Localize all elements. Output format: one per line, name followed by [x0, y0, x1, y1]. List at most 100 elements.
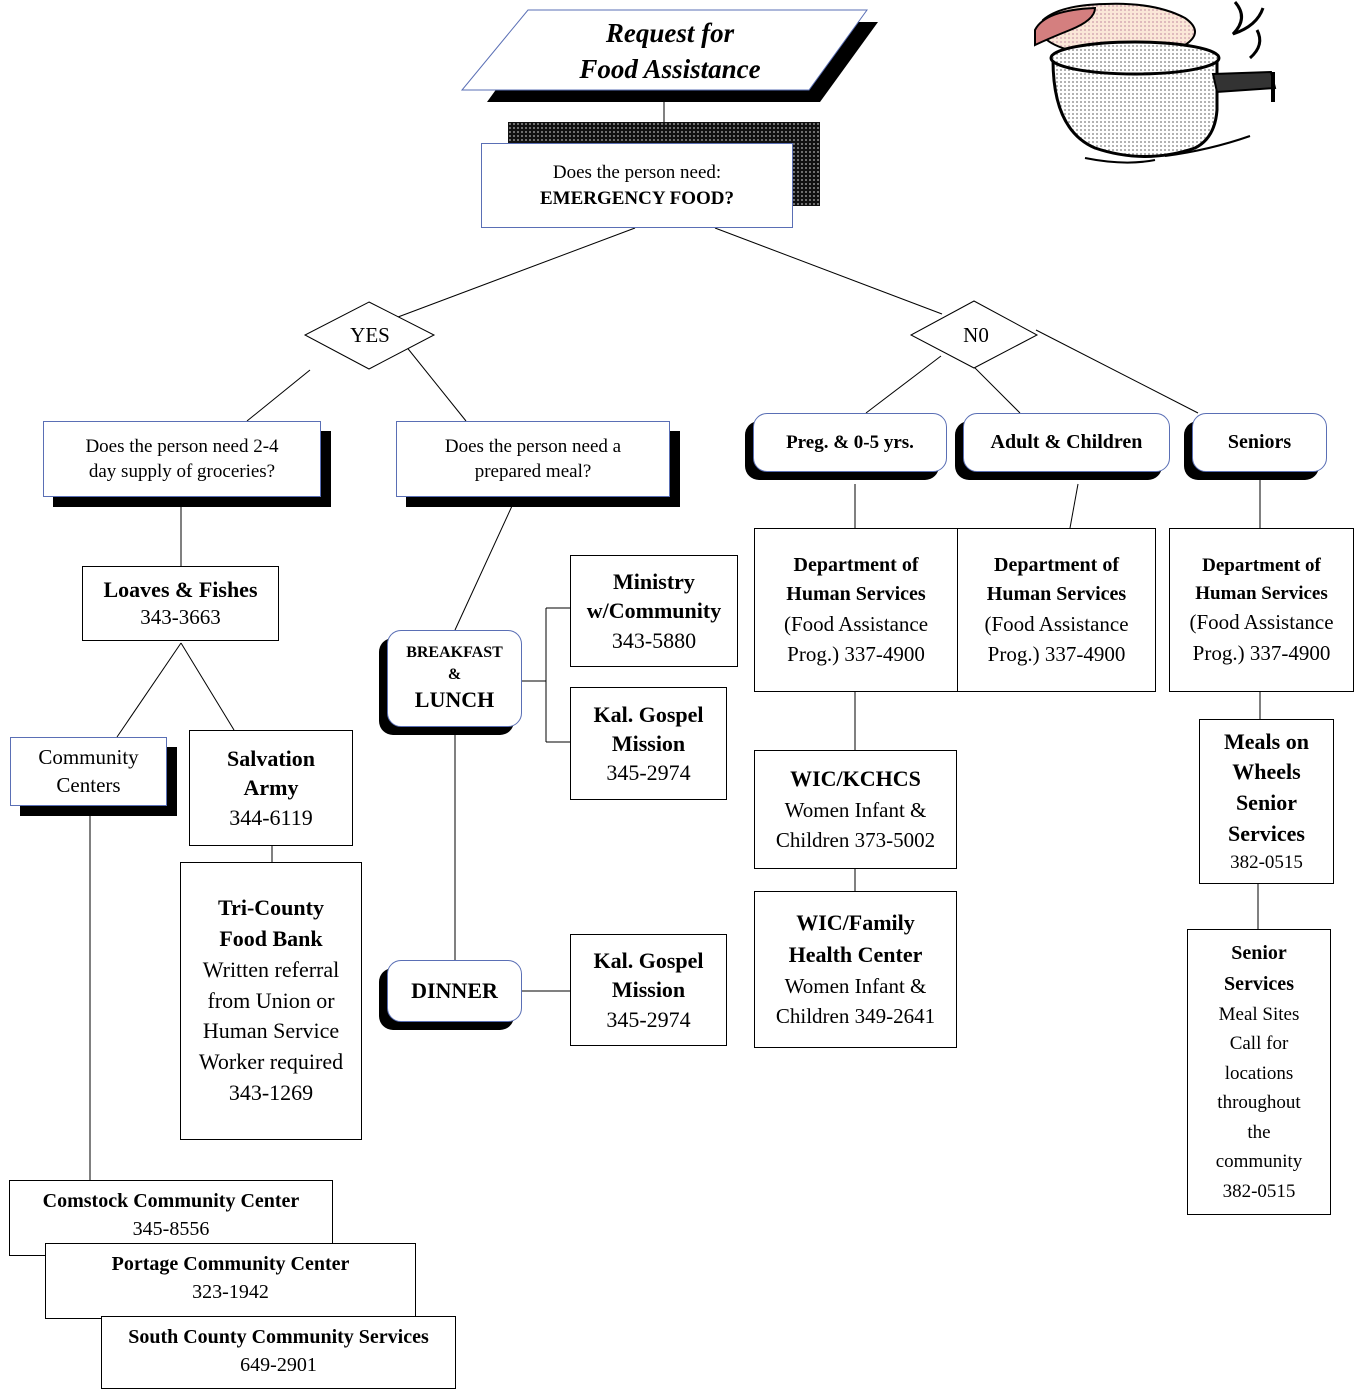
senior-line-5: locations: [1224, 1062, 1294, 1084]
gospel2-line-1: Kal. Gospel: [593, 948, 704, 974]
tricounty-line-2: Food Bank: [219, 926, 323, 951]
loaves-fishes-box: Loaves & Fishes 343-3663: [82, 566, 279, 641]
gospel-mission-box-2: Kal. Gospel Mission 345-2974: [570, 934, 727, 1046]
wic1-line-2: Women Infant &: [784, 798, 927, 822]
breakfast-line-1: BREAKFAST: [406, 644, 503, 662]
dhs1-line-3: (Food Assistance: [783, 611, 929, 636]
meal-line-2: prepared meal?: [474, 461, 592, 482]
gospel2-line-2: Mission: [611, 977, 686, 1003]
portage-center-box: Portage Community Center 323-1942: [45, 1243, 416, 1319]
category-seniors: Seniors: [1192, 413, 1327, 472]
tricounty-line-3: Written referral: [202, 956, 340, 982]
cooking-pot-icon: [1034, 1, 1277, 164]
wic2-line-4: Children 349-2641: [775, 1004, 936, 1029]
dhs3-line-4: Prog.) 337-4900: [1192, 640, 1331, 665]
community-line-2: Centers: [56, 772, 121, 797]
groceries-line-1: Does the person need 2-4: [85, 435, 279, 457]
senior-line-3: Meal Sites: [1218, 1003, 1300, 1025]
senior-line-8: community: [1215, 1151, 1303, 1173]
dhs1-line-1: Department of: [793, 553, 919, 576]
breakfast-line-3: LUNCH: [414, 687, 495, 713]
wic2-line-2: Health Center: [788, 942, 923, 968]
senior-line-7: the: [1247, 1121, 1271, 1143]
dhs-box-1: Department of Human Services (Food Assis…: [754, 528, 958, 692]
tricounty-phone: 343-1269: [228, 1079, 314, 1105]
tricounty-line-5: Human Service: [202, 1018, 340, 1044]
title-line-2: Food Assistance: [579, 53, 761, 84]
meals-line-2: Wheels: [1232, 759, 1301, 785]
wic-kchcs-box: WIC/KCHCS Women Infant & Children 373-50…: [754, 750, 957, 869]
ministry-box: Ministry w/Community 343-5880: [570, 555, 738, 667]
dhs-box-2: Department of Human Services (Food Assis…: [957, 528, 1156, 692]
dhs3-line-3: (Food Assistance: [1189, 610, 1334, 635]
dhs-box-3: Department of Human Services (Food Assis…: [1169, 528, 1354, 692]
loaves-phone: 343-3663: [140, 605, 221, 630]
gospel1-phone: 345-2974: [606, 760, 691, 786]
gospel2-phone: 345-2974: [606, 1006, 691, 1032]
yes-diamond: [303, 301, 436, 370]
ministry-phone: 343-5880: [611, 627, 697, 653]
tricounty-line-6: Worker required: [198, 1049, 344, 1075]
portage-name: Portage Community Center: [111, 1253, 350, 1275]
meals-line-3: Senior: [1235, 790, 1298, 816]
comstock-name: Comstock Community Center: [42, 1190, 300, 1212]
senior-line-1: Senior: [1231, 941, 1287, 964]
gospel-mission-box-1: Kal. Gospel Mission 345-2974: [570, 687, 727, 800]
dhs3-line-2: Human Services: [1195, 582, 1328, 604]
community-centers-box: Community Centers: [10, 737, 167, 806]
dhs1-line-4: Prog.) 337-4900: [787, 642, 925, 666]
meals-phone: 382-0515: [1230, 851, 1303, 873]
meals-line-1: Meals on: [1224, 728, 1309, 754]
wic-family-box: WIC/Family Health Center Women Infant & …: [754, 891, 957, 1048]
senior-line-4: Call for: [1229, 1033, 1289, 1055]
category-preg: Preg. & 0-5 yrs.: [753, 413, 947, 472]
salvation-line-1: Salvation: [226, 746, 316, 772]
tricounty-line-1: Tri-County: [218, 895, 324, 921]
meal-line-1: Does the person need a: [444, 435, 622, 457]
salvation-army-box: Salvation Army 344-6119: [189, 730, 353, 846]
loaves-name: Loaves & Fishes: [103, 577, 258, 603]
yes-label: YES: [350, 322, 390, 347]
salvation-line-2: Army: [243, 775, 299, 801]
dhs2-line-1: Department of: [994, 553, 1119, 576]
gospel1-line-1: Kal. Gospel: [593, 701, 704, 727]
wic1-line-3: Children 373-5002: [775, 828, 936, 853]
dhs3-line-1: Department of: [1202, 555, 1321, 577]
tricounty-line-4: from Union or: [207, 987, 335, 1013]
dhs2-line-3: (Food Assistance: [984, 611, 1129, 636]
category-adult: Adult & Children: [963, 413, 1170, 472]
groceries-line-2: day supply of groceries?: [88, 461, 276, 482]
title-parallelogram: [460, 9, 868, 91]
senior-meal-sites-box: Senior Services Meal Sites Call for loca…: [1187, 929, 1331, 1215]
dhs1-line-2: Human Services: [786, 582, 926, 605]
dhs2-line-4: Prog.) 337-4900: [987, 642, 1126, 666]
tricounty-foodbank-box: Tri-County Food Bank Written referral fr…: [180, 862, 362, 1140]
ministry-line-1: Ministry: [613, 569, 695, 595]
meals-line-4: Services: [1228, 821, 1305, 846]
no-label: N0: [963, 322, 989, 347]
meals-on-wheels-box: Meals on Wheels Senior Services 382-0515: [1199, 719, 1334, 884]
south-county-box: South County Community Services 649-2901: [101, 1316, 456, 1389]
breakfast-line-2: &: [447, 665, 462, 683]
groceries-question: Does the person need 2-4 day supply of g…: [43, 421, 321, 497]
dhs2-line-2: Human Services: [986, 582, 1127, 605]
wic2-line-3: Women Infant &: [784, 973, 927, 998]
southcounty-phone: 649-2901: [240, 1354, 317, 1377]
page-title: Request for Food Assistance: [540, 16, 800, 88]
breakfast-lunch-box: BREAKFAST & LUNCH: [387, 630, 522, 727]
senior-line-2: Services: [1224, 972, 1294, 995]
wic2-line-1: WIC/Family: [796, 910, 915, 936]
emergency-food-question: Does the person need: EMERGENCY FOOD?: [481, 143, 793, 228]
ministry-line-2: w/Community: [586, 598, 722, 624]
question-line-2: EMERGENCY FOOD?: [539, 187, 735, 209]
salvation-phone: 344-6119: [229, 804, 313, 830]
comstock-phone: 345-8556: [132, 1218, 210, 1241]
prepared-meal-question: Does the person need a prepared meal?: [396, 421, 670, 497]
dinner-box: DINNER: [387, 960, 522, 1022]
gospel1-line-2: Mission: [611, 730, 686, 756]
no-diamond: [909, 300, 1039, 369]
community-line-1: Community: [38, 744, 139, 769]
portage-phone: 323-1942: [192, 1281, 269, 1304]
senior-line-6: throughout: [1217, 1092, 1301, 1114]
wic1-line-1: WIC/KCHCS: [790, 766, 921, 792]
